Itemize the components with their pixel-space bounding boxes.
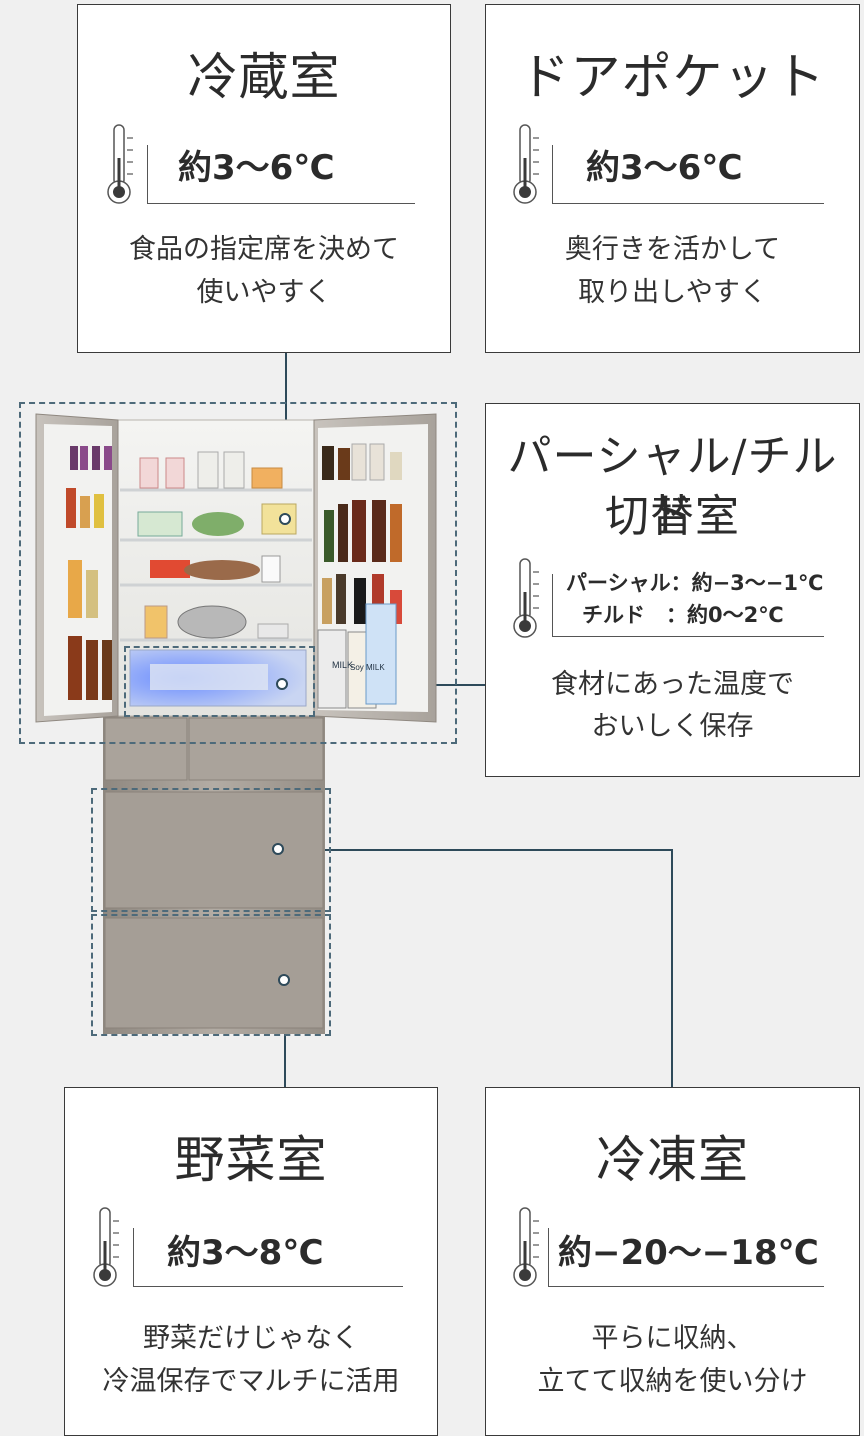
- card-title: 冷蔵室: [187, 48, 341, 106]
- card-title-line-2: 切替室: [605, 491, 740, 542]
- shelf-items: [137, 451, 297, 639]
- description-line-2: 使いやすく: [196, 277, 332, 308]
- description-line-1: 奥行きを活かして: [564, 234, 781, 265]
- description-line-1: 食材にあった温度で: [551, 669, 794, 700]
- right-door-items: [317, 443, 402, 709]
- card-vegetable: 野菜室 約3～8℃ 野菜だけじゃなく 冷温保存でマルチに活用: [64, 1087, 438, 1436]
- left-door-items: [66, 446, 112, 700]
- description-line-1: 平らに収納、: [591, 1323, 754, 1354]
- partial-temperature-label: パーシャル：約−3～−1℃: [566, 571, 824, 595]
- description-line-2: おいしく保存: [591, 711, 754, 742]
- vegetable-drawer: [104, 917, 324, 1029]
- chilled-marker: [276, 678, 288, 690]
- card-door-pocket: ドアポケット 約3～6℃ 奥行きを活かして 取り出しやすく: [485, 4, 860, 353]
- chilled-drawer-highlight: [124, 646, 315, 717]
- thermometer-icon: [513, 558, 539, 638]
- description-line-1: 野菜だけじゃなく: [143, 1323, 359, 1354]
- freezer-drawer: [104, 791, 324, 909]
- description-line-2: 取り出しやすく: [578, 277, 767, 308]
- description-line-2: 立てて収納を使い分け: [537, 1366, 808, 1397]
- fridge-compartment-highlight: [19, 402, 457, 744]
- card-partial-chilled: パーシャル/チルド 切替室 パーシャル：約−3～−1℃ チルド ：約0～2℃ 食…: [485, 403, 860, 777]
- freezer-marker: [272, 843, 284, 855]
- thermometer-icon: [513, 124, 539, 204]
- connector-freezer-h: [278, 849, 672, 851]
- card-title-line-1: パーシャル/チルド: [507, 431, 838, 540]
- chilled-temperature-label: チルド ：約0～2℃: [582, 603, 784, 627]
- svg-text:Soy MILK: Soy MILK: [350, 663, 385, 672]
- svg-text:MILK: MILK: [332, 660, 353, 670]
- temperature-label: 約3～8℃: [167, 1233, 324, 1273]
- vegetable-highlight: [91, 914, 331, 1036]
- temperature-label: 約3～6℃: [178, 148, 335, 188]
- thermometer-icon: [93, 1207, 119, 1287]
- card-title: 野菜室: [174, 1131, 328, 1189]
- thermometer-icon: [513, 1207, 539, 1287]
- freezer-highlight: [91, 788, 331, 912]
- upper-drawer-left: [104, 717, 188, 781]
- card-freezer: 冷凍室 約−20～−18℃ 平らに収納、 立てて収納を使い分け: [485, 1087, 860, 1436]
- card-fridge: 冷蔵室 約3～6℃ 食品の指定席を決めて 使いやすく: [77, 4, 451, 353]
- vegetable-marker: [278, 974, 290, 986]
- description-line-2: 冷温保存でマルチに活用: [102, 1366, 400, 1397]
- fridge-marker: [279, 513, 291, 525]
- connector-freezer-v: [671, 849, 673, 1087]
- card-title: ドアポケット: [519, 48, 826, 106]
- upper-drawer-right: [188, 717, 324, 781]
- thermometer-icon: [107, 124, 133, 204]
- card-title: 冷凍室: [596, 1131, 749, 1189]
- description-line-1: 食品の指定席を決めて: [129, 234, 399, 265]
- fridge-shelves: [120, 488, 312, 642]
- temperature-label: 約−20～−18℃: [558, 1233, 819, 1273]
- temperature-label: 約3～6℃: [586, 148, 743, 188]
